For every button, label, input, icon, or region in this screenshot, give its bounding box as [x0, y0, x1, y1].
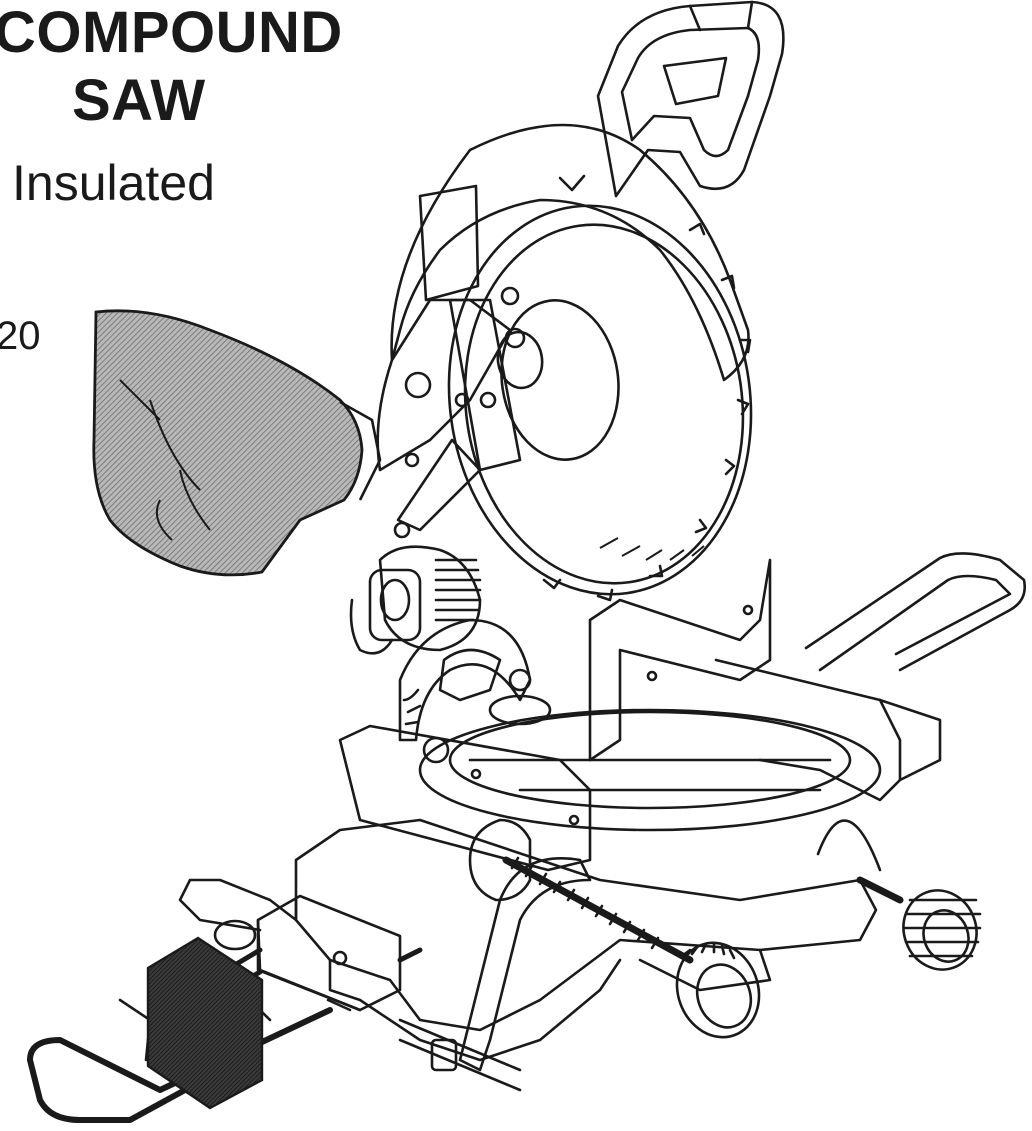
- saw-handle: [596, 0, 785, 198]
- motor-arm: [376, 286, 522, 539]
- turntable: [418, 694, 882, 832]
- extension-rail: [714, 552, 1026, 802]
- subtitle-insulated: Insulated: [12, 155, 215, 211]
- pivot-spring: [349, 545, 482, 655]
- dust-bag: [92, 309, 364, 577]
- saw-blade: [447, 204, 753, 602]
- support-pad: [146, 936, 264, 1110]
- fence: [338, 558, 772, 872]
- title-line-compound: COMPOUND: [0, 0, 343, 65]
- miter-knob: [856, 876, 982, 971]
- hold-down-clamp: [398, 818, 694, 1092]
- title-line-saw: SAW: [72, 68, 206, 133]
- lower-guard-marks: [599, 537, 705, 561]
- model-number-fragment: 20: [0, 314, 41, 358]
- upper-blade-guard: [390, 123, 750, 382]
- clamp-knob: [675, 941, 761, 1039]
